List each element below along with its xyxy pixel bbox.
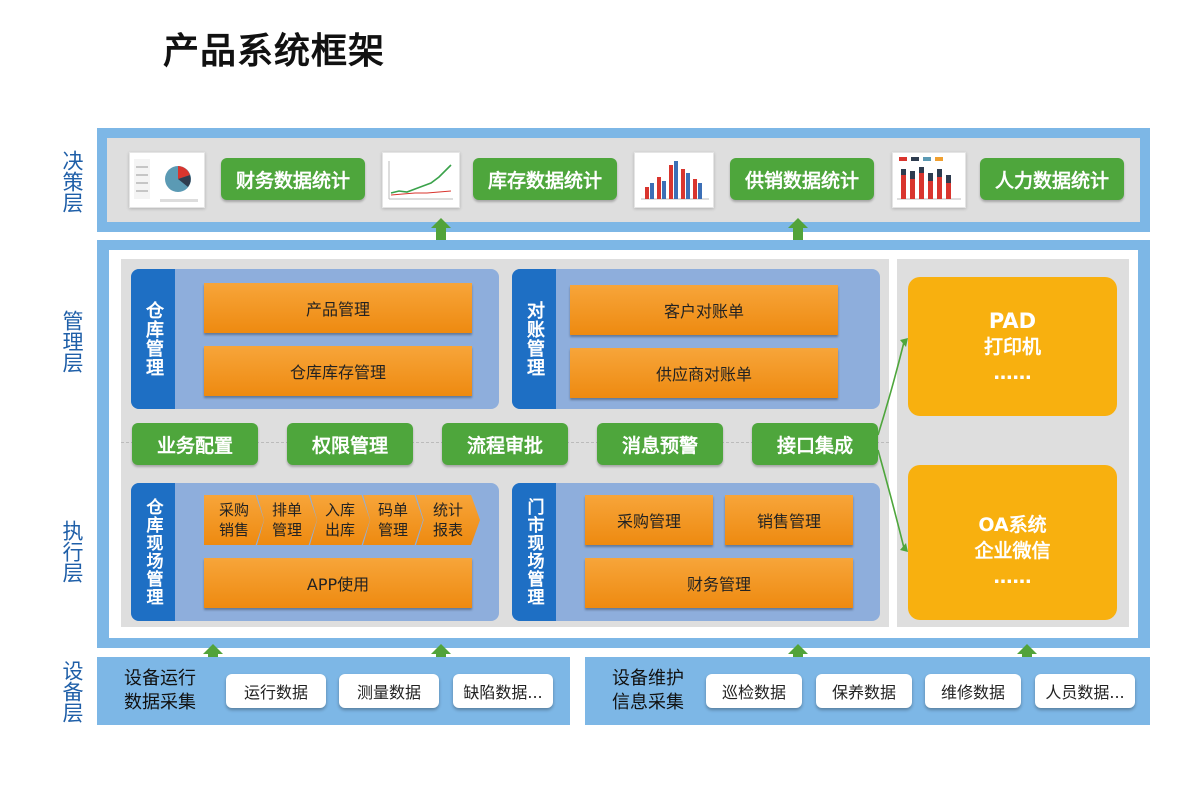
func-process-approval[interactable]: 流程审批 [442, 423, 568, 465]
flow-step-reports[interactable]: 统计 报表 [416, 495, 480, 545]
func-permission-mgmt[interactable]: 权限管理 [287, 423, 413, 465]
func-business-config[interactable]: 业务配置 [132, 423, 258, 465]
warehouse-site-tab: 仓库现场管理 [131, 483, 175, 621]
wechat-label: 企业微信 [974, 539, 1051, 562]
stat-button-supply-sales[interactable]: 供销数据统计 [730, 158, 874, 200]
purchase-mgmt-box[interactable]: 采购管理 [585, 495, 713, 545]
layer-label-management: 管理层 [52, 310, 92, 379]
flow-step-in-out[interactable]: 入库 出库 [310, 495, 370, 545]
chip-repair-data[interactable]: 维修数据 [925, 674, 1021, 708]
sales-mgmt-box[interactable]: 销售管理 [725, 495, 853, 545]
oa-label: OA系统 [978, 513, 1047, 536]
customer-statement-box[interactable]: 客户对账单 [570, 285, 838, 335]
layer-label-execution: 执行层 [52, 520, 92, 589]
stat-button-hr[interactable]: 人力数据统计 [980, 158, 1124, 200]
pad-label: PAD [988, 308, 1037, 333]
chart-thumbnail-icon [129, 152, 205, 208]
layer-label-decision-text: 决策层 [60, 150, 84, 213]
flow-step-pallet[interactable]: 码单 管理 [363, 495, 423, 545]
stat-button-finance[interactable]: 财务数据统计 [221, 158, 365, 200]
layer-label-management-text: 管理层 [60, 310, 84, 373]
app-usage-box[interactable]: APP使用 [204, 558, 472, 608]
equipment-run-label: 设备运行 数据采集 [124, 668, 196, 713]
warehouse-stock-box[interactable]: 仓库库存管理 [204, 346, 472, 396]
func-interface-integration[interactable]: 接口集成 [752, 423, 878, 465]
chip-measure-data[interactable]: 测量数据 [339, 674, 439, 708]
pad-ellipsis: …… [993, 361, 1032, 384]
warehouse-mgmt-tab: 仓库管理 [131, 269, 175, 409]
flow-step-text: 统计 报表 [432, 501, 463, 539]
stat-button-inventory[interactable]: 库存数据统计 [473, 158, 617, 200]
flow-step-text: 排单 管理 [271, 501, 302, 539]
layer-label-decision: 决策层 [52, 150, 92, 219]
flow-step-purchase-sales[interactable]: 采购 销售 [204, 495, 264, 545]
flow-step-text: 入库 出库 [324, 501, 355, 539]
layer-label-execution-text: 执行层 [60, 520, 84, 583]
chip-personnel-data[interactable]: 人员数据... [1035, 674, 1135, 708]
finance-mgmt-box[interactable]: 财务管理 [585, 558, 853, 608]
product-mgmt-box[interactable]: 产品管理 [204, 283, 472, 333]
store-site-tab: 门市现场管理 [512, 483, 556, 621]
oa-ellipsis: …… [993, 565, 1032, 588]
chip-defect-data[interactable]: 缺陷数据... [453, 674, 553, 708]
func-message-alert[interactable]: 消息预警 [597, 423, 723, 465]
arrow-up-icon [431, 218, 451, 240]
chart-thumbnail-icon [892, 152, 966, 208]
printer-label: 打印机 [983, 335, 1041, 358]
supplier-statement-box[interactable]: 供应商对账单 [570, 348, 838, 398]
reconcile-mgmt-tab: 对账管理 [512, 269, 556, 409]
layer-label-equipment-text: 设备层 [60, 660, 84, 723]
layer-label-equipment: 设备层 [52, 660, 92, 729]
flow-step-scheduling[interactable]: 排单 管理 [257, 495, 317, 545]
chip-maintenance-data[interactable]: 保养数据 [816, 674, 912, 708]
chip-run-data[interactable]: 运行数据 [226, 674, 326, 708]
curved-arrow-icon [877, 338, 908, 552]
chart-thumbnail-icon [634, 152, 714, 208]
pad-printer-box[interactable]: PAD 打印机 …… [908, 277, 1117, 416]
oa-wechat-box[interactable]: OA系统 企业微信 …… [908, 465, 1117, 620]
page-title: 产品系统框架 [163, 31, 386, 72]
flow-step-text: 码单 管理 [377, 501, 408, 539]
flow-step-text: 采购 销售 [218, 501, 249, 539]
arrow-up-icon [788, 218, 808, 240]
chart-thumbnail-icon [382, 152, 460, 208]
chip-inspection-data[interactable]: 巡检数据 [706, 674, 802, 708]
equipment-maint-label: 设备维护 信息采集 [612, 668, 684, 713]
